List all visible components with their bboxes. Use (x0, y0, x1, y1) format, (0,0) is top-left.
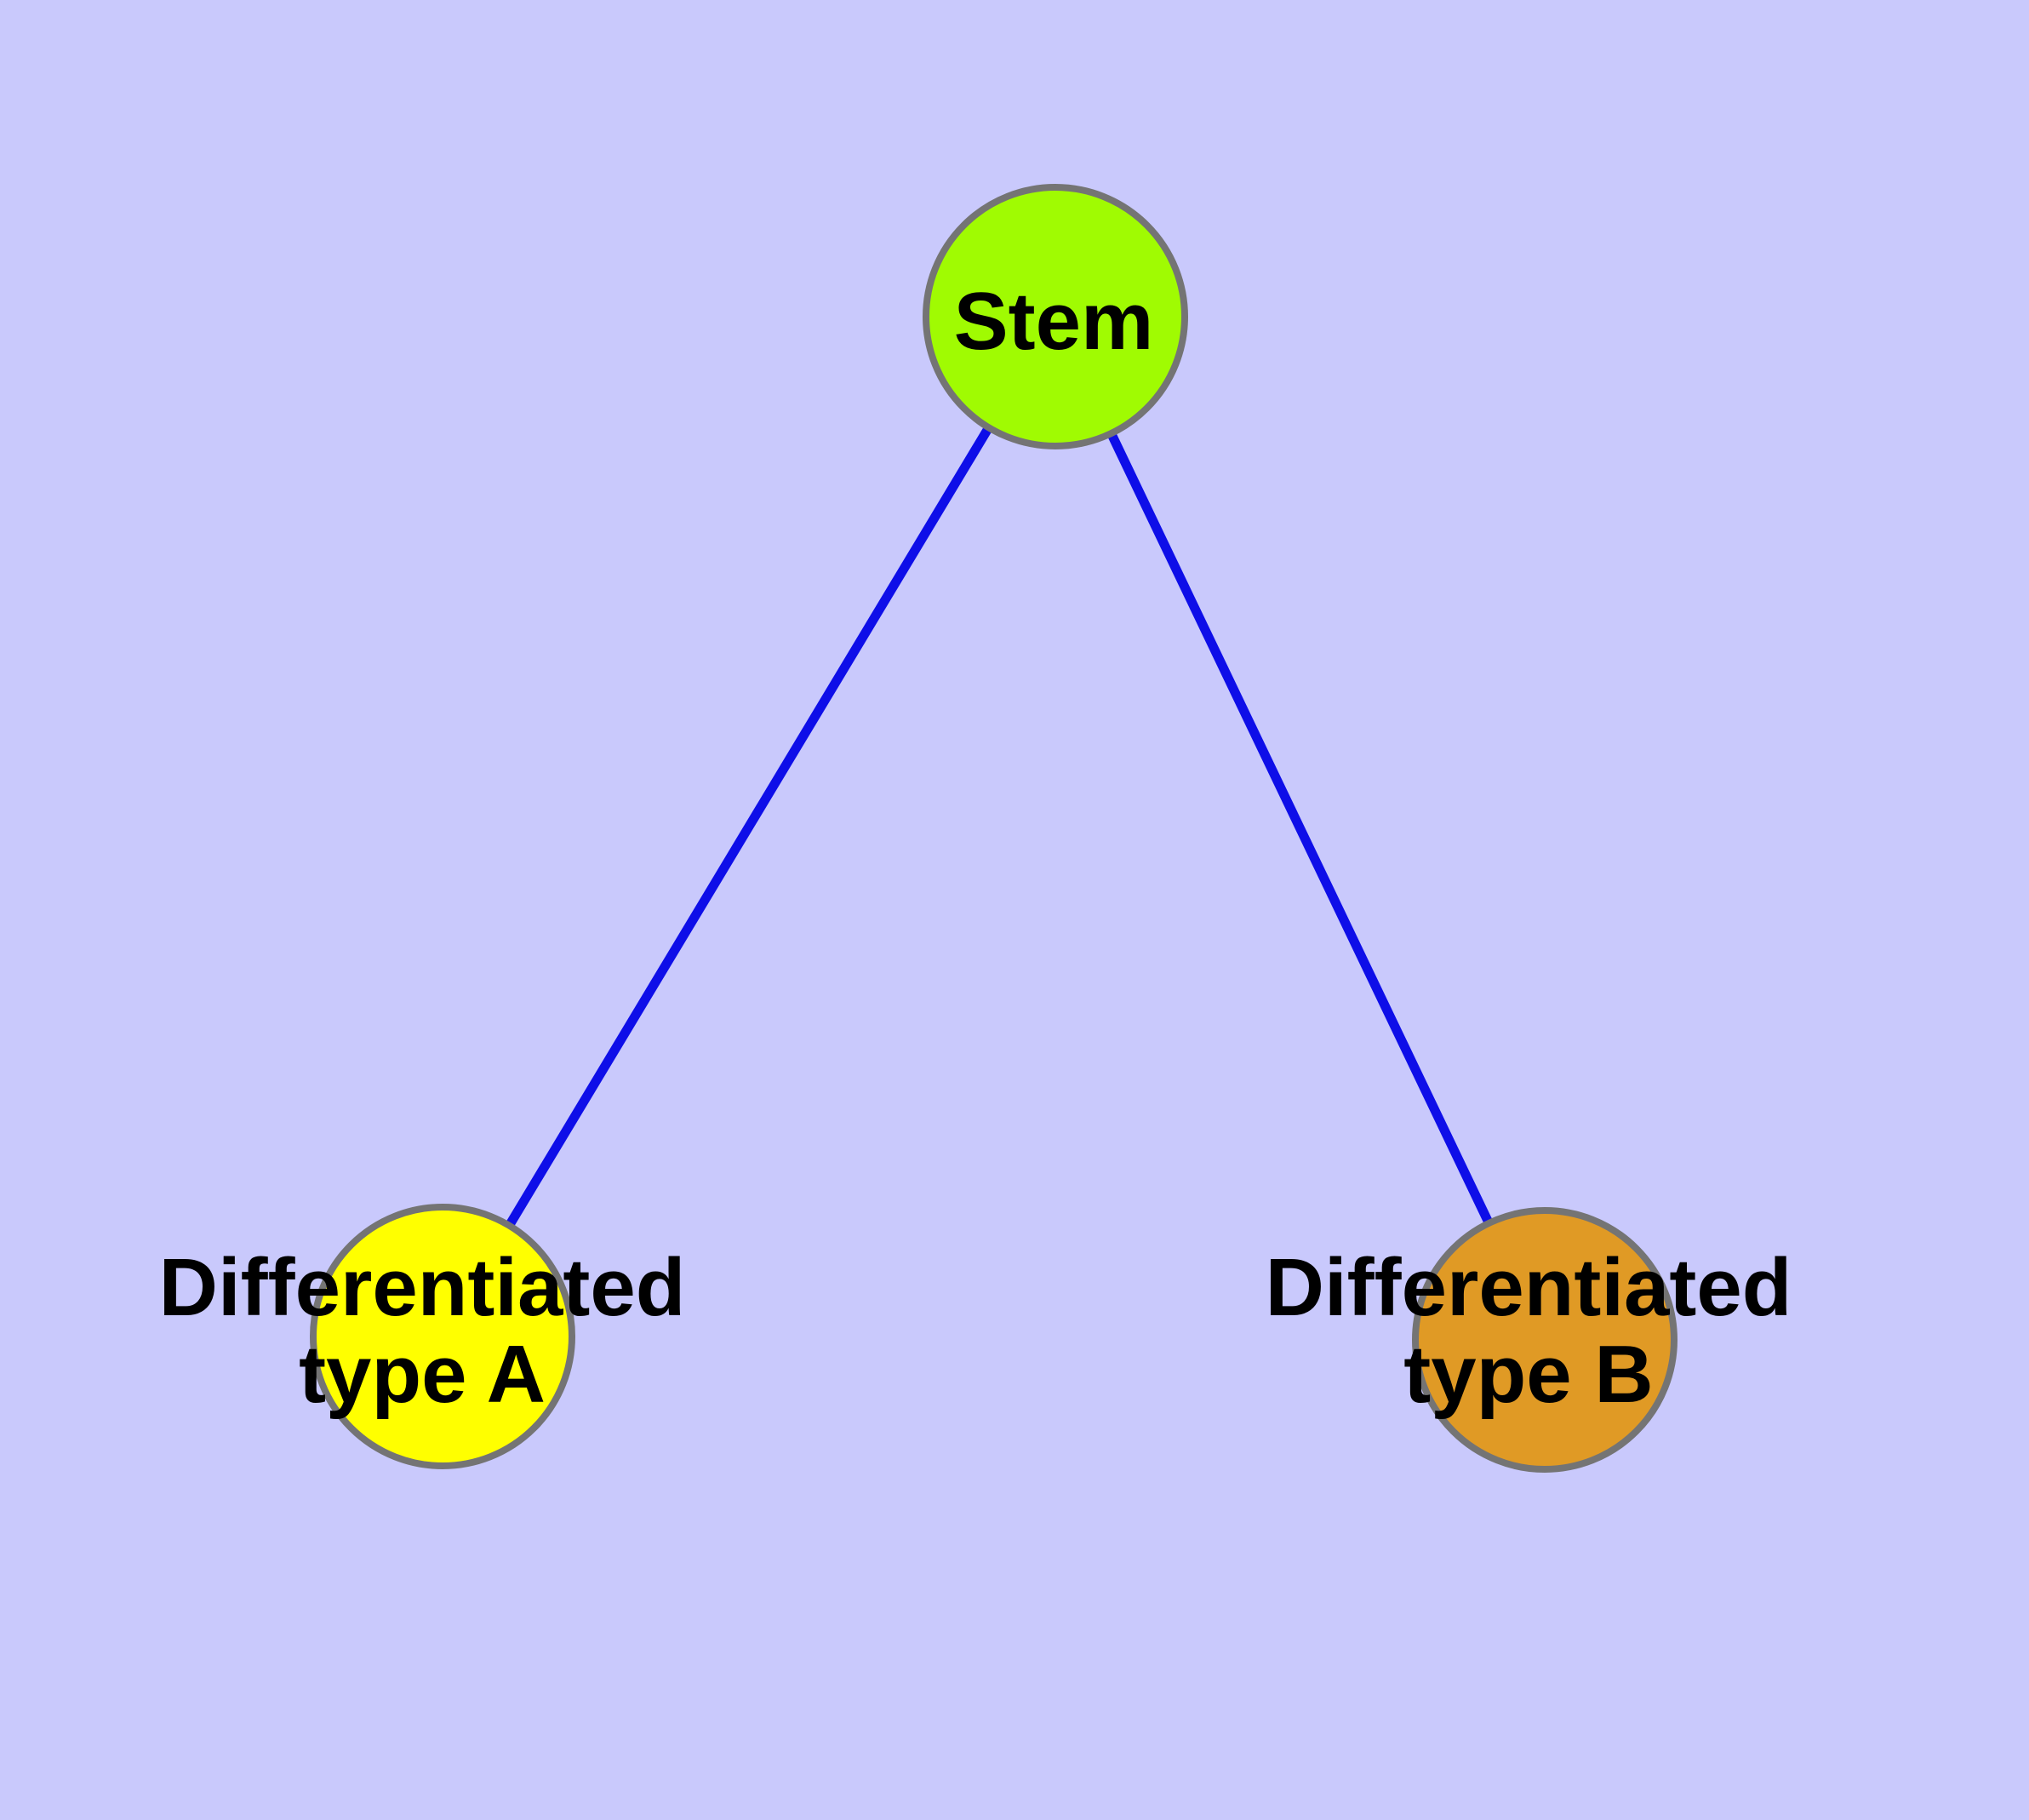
node-differentiated-type-a-label-line-2: type A (299, 1329, 546, 1420)
edge-layer (438, 314, 1549, 1342)
node-stem-label: Stem (954, 276, 1154, 367)
node-differentiated-type-b-circle[interactable] (1412, 1207, 1677, 1473)
node-stem[interactable]: Stem (923, 184, 1188, 449)
edge-stem-to-differentiated-type-b[interactable] (1051, 314, 1549, 1342)
node-differentiated-type-a[interactable]: Differentiated type A (159, 1204, 686, 1469)
node-layer: Stem Differentiated type A Differentiate… (159, 184, 1792, 1473)
node-stem-circle[interactable] (923, 184, 1188, 449)
node-differentiated-type-a-label-line-1: Differentiated (159, 1242, 686, 1333)
node-differentiated-type-a-circle[interactable] (310, 1204, 575, 1469)
node-differentiated-type-b-label-line-1: Differentiated (1266, 1242, 1792, 1333)
edge-stem-to-differentiated-type-a[interactable] (438, 314, 1060, 1339)
node-differentiated-type-b[interactable]: Differentiated type B (1266, 1207, 1792, 1473)
node-differentiated-type-b-label-line-2: type B (1403, 1329, 1653, 1420)
